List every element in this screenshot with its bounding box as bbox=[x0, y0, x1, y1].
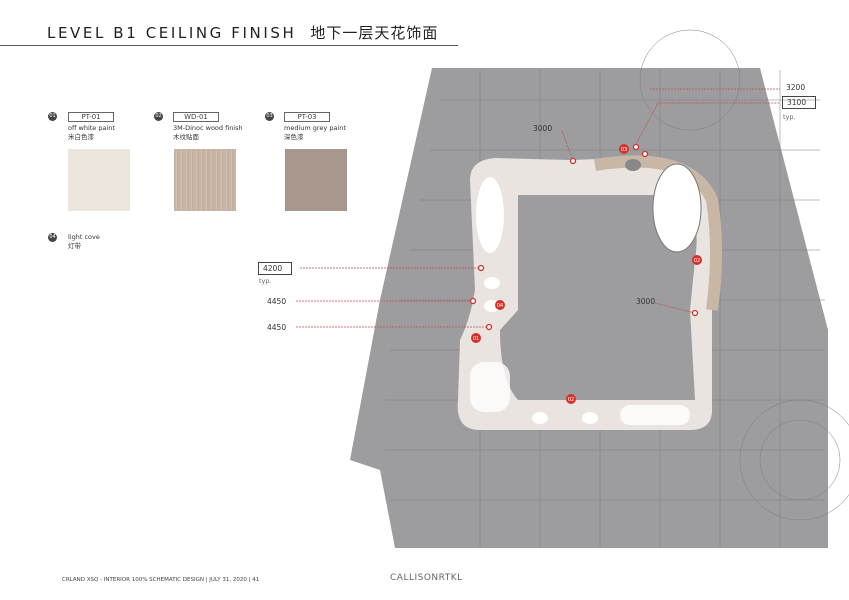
oval-void bbox=[652, 163, 702, 253]
dimension-label: 4450 bbox=[267, 297, 287, 306]
page-title: LEVEL B1 CEILING FINISH 地下一层天花饰面 bbox=[47, 22, 438, 43]
material-number: 04 bbox=[48, 233, 57, 242]
dimension-label: 3000 bbox=[636, 297, 656, 306]
typical-note: typ. bbox=[783, 113, 796, 121]
leader-points bbox=[469, 143, 699, 331]
ceiling-wood-ring bbox=[594, 155, 722, 311]
material-code: WD-01 bbox=[173, 112, 219, 122]
material-desc-cn: 木纹贴面 bbox=[173, 133, 199, 141]
material-swatch-pt03 bbox=[285, 149, 347, 211]
dimension-label: 4450 bbox=[267, 323, 287, 332]
dimension-leaders bbox=[296, 88, 780, 328]
material-desc: off white paint bbox=[68, 124, 115, 132]
title-divider bbox=[0, 45, 458, 46]
ceiling-pt03 bbox=[625, 159, 641, 171]
plan-tag: 02 bbox=[694, 258, 700, 264]
material-desc: medium grey paint bbox=[284, 124, 346, 132]
company-logo: CALLISONRTKL bbox=[390, 573, 463, 583]
plan-tag: 04 bbox=[497, 303, 503, 309]
title-cn: 地下一层天花饰面 bbox=[310, 24, 439, 42]
plan-tag: 01 bbox=[473, 336, 479, 342]
material-code: PT-01 bbox=[68, 112, 114, 122]
void-area bbox=[518, 195, 697, 310]
plan-tag: 02 bbox=[568, 397, 574, 403]
dimension-label-boxed: 4200 bbox=[258, 262, 292, 275]
footer-text: CRLAND XSQ - INTERIOR 100% SCHEMATIC DES… bbox=[62, 577, 260, 583]
typical-note: typ. bbox=[259, 277, 272, 285]
material-desc: light cove bbox=[68, 233, 100, 241]
title-en: LEVEL B1 CEILING FINISH bbox=[47, 24, 297, 42]
material-desc: 3M-Dinoc wood finish bbox=[173, 124, 243, 132]
material-number: 02 bbox=[154, 112, 163, 121]
material-desc-cn: 米白色漆 bbox=[68, 133, 94, 141]
dimension-label: 3200 bbox=[786, 83, 806, 92]
material-desc-cn: 深色漆 bbox=[284, 133, 304, 141]
material-desc-cn: 灯带 bbox=[68, 242, 81, 250]
material-number: 03 bbox=[265, 112, 274, 121]
plan-tag-markers bbox=[471, 144, 702, 404]
dimension-label: 3000 bbox=[533, 124, 553, 133]
material-swatch-wd01 bbox=[174, 149, 236, 211]
material-number: 01 bbox=[48, 112, 57, 121]
dimension-label-boxed: 3100 bbox=[782, 96, 816, 109]
plan-tag: 03 bbox=[621, 147, 627, 153]
material-swatch-pt01 bbox=[68, 149, 130, 211]
material-code: PT-03 bbox=[284, 112, 330, 122]
